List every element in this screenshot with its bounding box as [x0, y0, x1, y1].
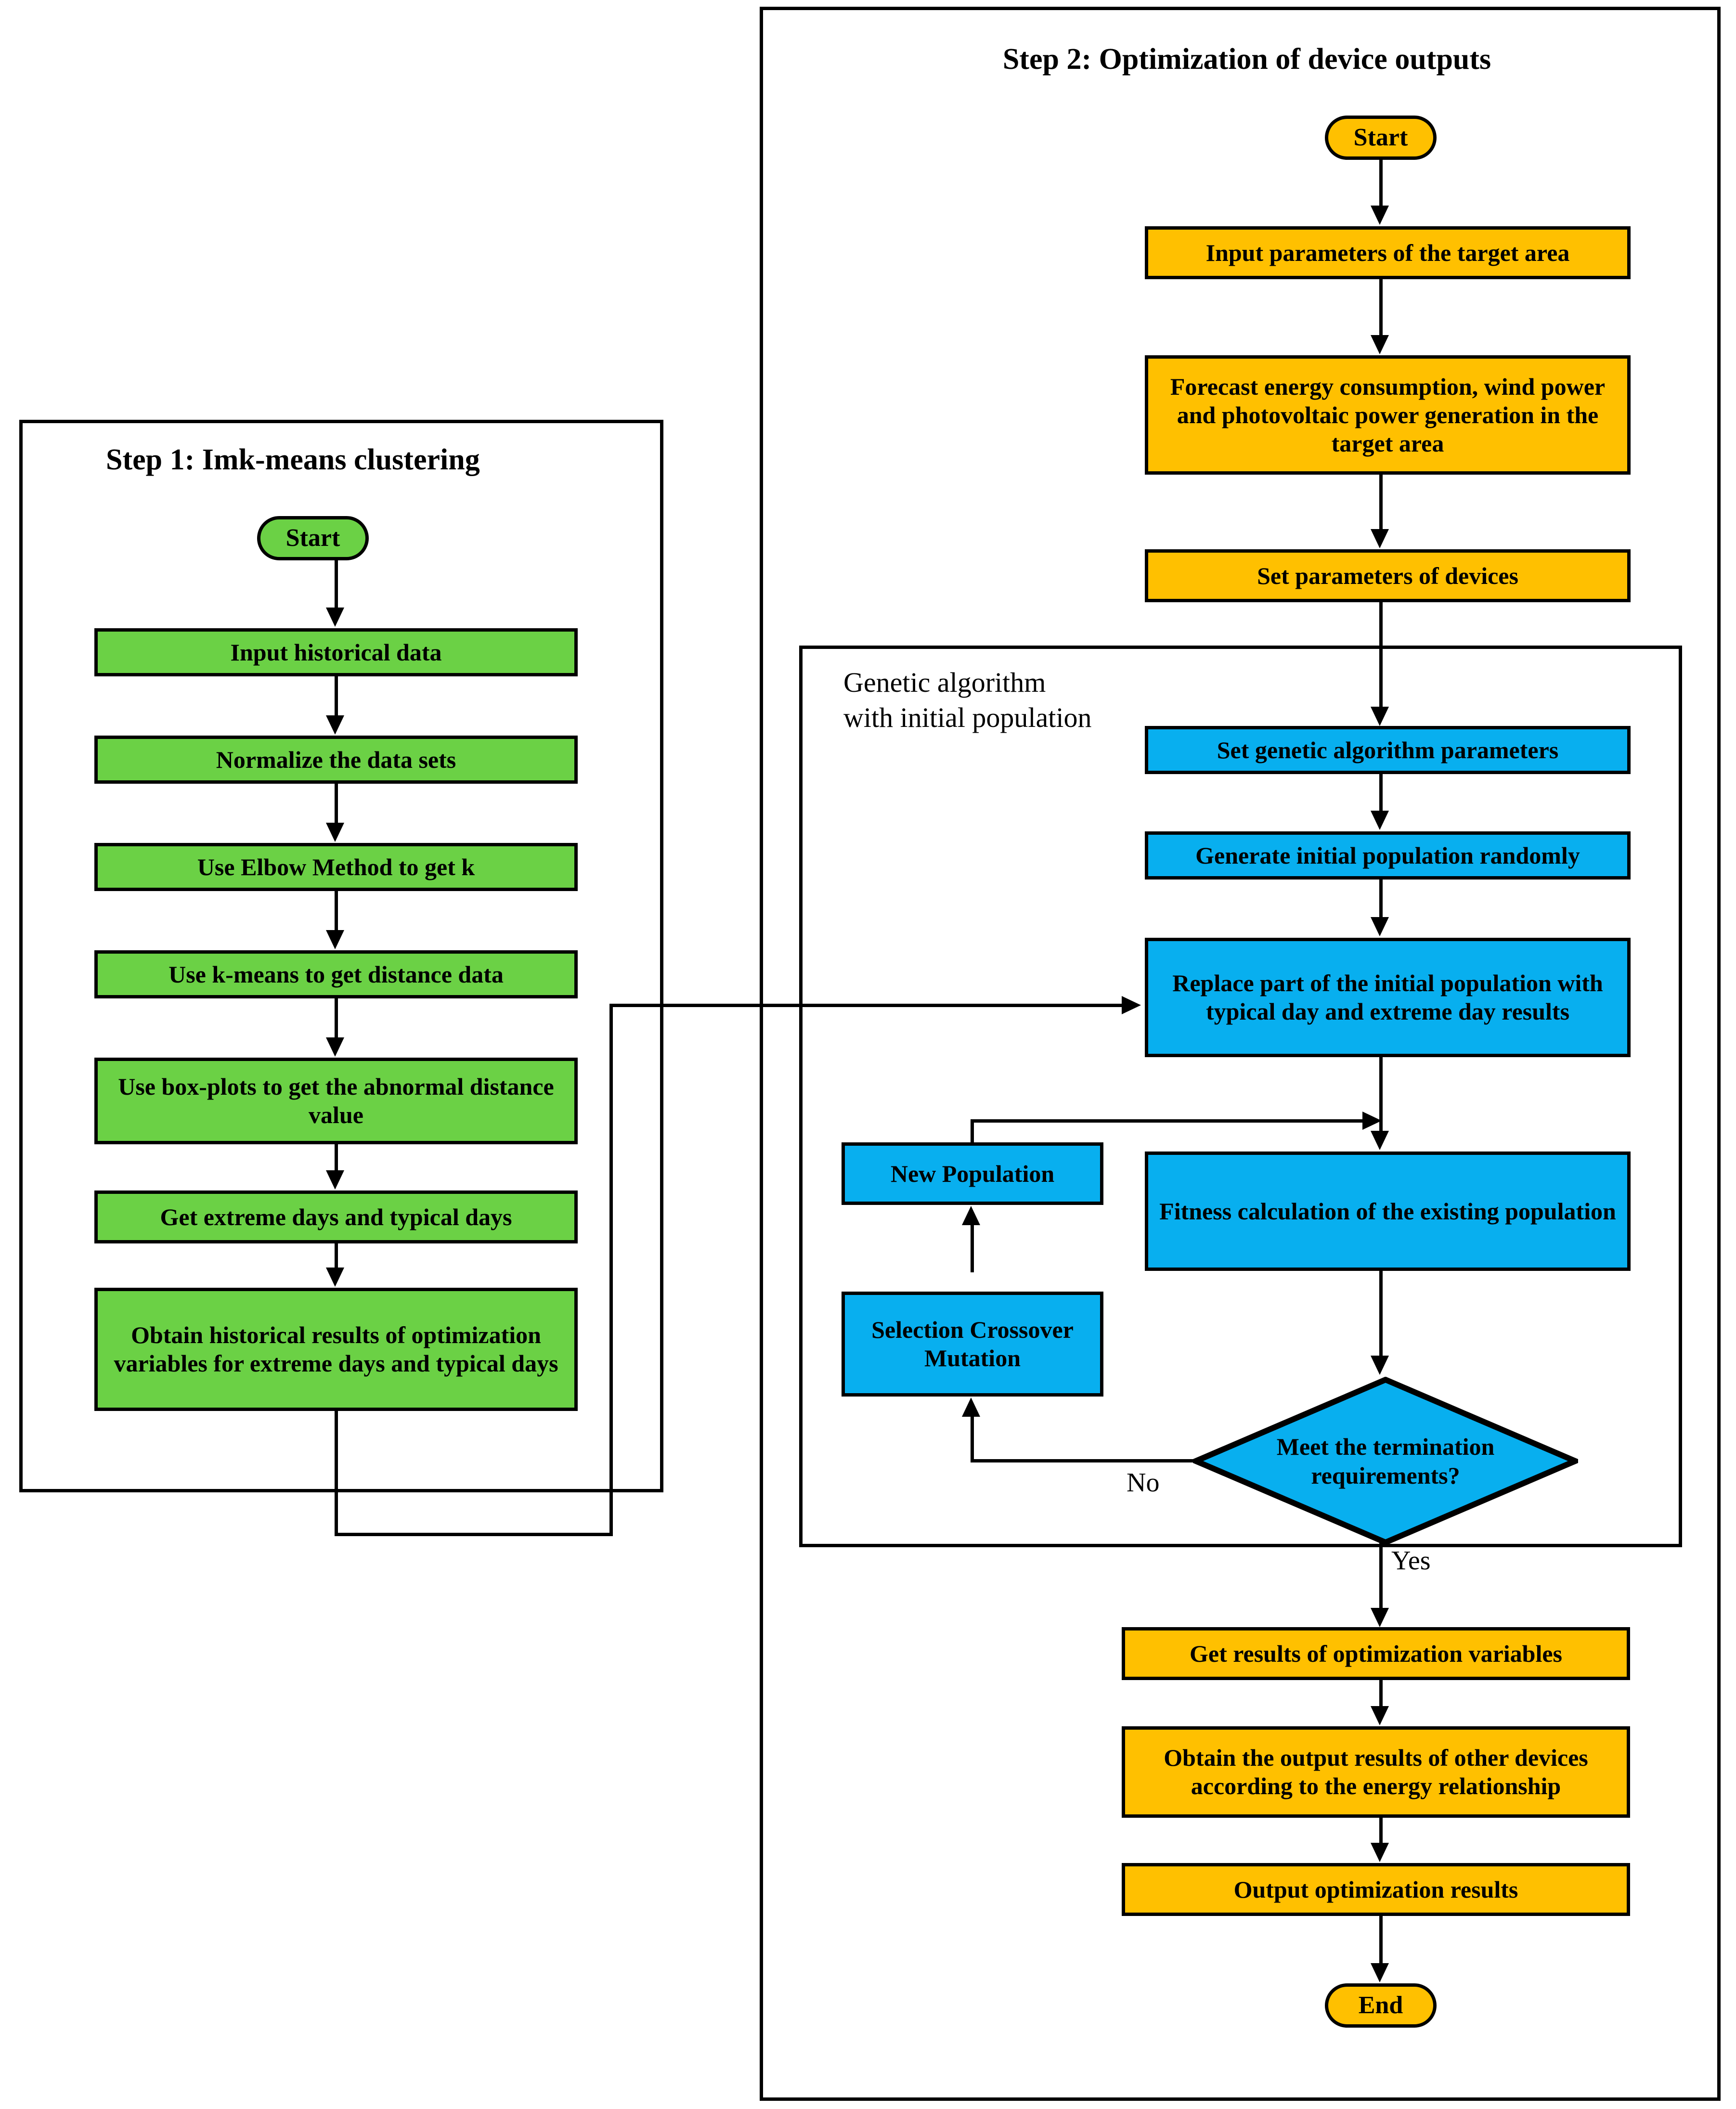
step2-title: Step 2: Optimization of device outputs — [1002, 43, 1491, 76]
connector-newpop-right — [971, 1119, 1365, 1123]
node-ga-set-parameters[interactable]: Set genetic algorithm parameters — [1145, 726, 1631, 774]
connector-no-branch-arrow — [962, 1397, 980, 1417]
node-s2-output-optimization-results[interactable]: Output optimization results — [1122, 1863, 1630, 1916]
node-ga-replace-initial-population[interactable]: Replace part of the initial population w… — [1145, 938, 1631, 1057]
genetic-algorithm-caption: Genetic algorithm with initial populatio… — [843, 667, 1092, 733]
node-s1-elbow-method[interactable]: Use Elbow Method to get k — [94, 843, 578, 891]
node-s2-forecast-energy[interactable]: Forecast energy consumption, wind power … — [1145, 355, 1631, 475]
connector-yes-arrow — [1371, 1608, 1389, 1627]
connector-step1-to-ga-seg3 — [609, 1004, 613, 1533]
connector-yes-branch — [1379, 1540, 1383, 1610]
node-s1-normalize-data-sets[interactable]: Normalize the data sets — [94, 736, 578, 784]
node-ga-generate-initial-population[interactable]: Generate initial population randomly — [1145, 831, 1631, 880]
connector-step1-to-ga-seg1 — [335, 1411, 338, 1536]
node-s2-obtain-other-device-outputs[interactable]: Obtain the output results of other devic… — [1122, 1726, 1630, 1818]
connector-newpop-arrow — [1362, 1112, 1382, 1130]
step1-panel-frame — [19, 420, 663, 1492]
connector-step1-to-ga-seg2 — [335, 1533, 613, 1536]
node-ga-fitness-calculation[interactable]: Fitness calculation of the existing popu… — [1145, 1152, 1631, 1271]
connector-step1-to-ga-arrow — [1122, 996, 1141, 1014]
node-ga-termination-decision[interactable]: Meet the termination requirements? — [1193, 1377, 1578, 1545]
node-s2-input-parameters[interactable]: Input parameters of the target area — [1145, 226, 1631, 279]
node-s1-kmeans-distance-data[interactable]: Use k-means to get distance data — [94, 950, 578, 998]
node-s1-boxplots-abnormal-distance[interactable]: Use box-plots to get the abnormal distan… — [94, 1058, 578, 1144]
node-s1-input-historical-data[interactable]: Input historical data — [94, 628, 578, 676]
node-s1-obtain-historical-results[interactable]: Obtain historical results of optimizatio… — [94, 1288, 578, 1411]
node-s2-set-device-parameters[interactable]: Set parameters of devices — [1145, 549, 1631, 602]
node-ga-new-population[interactable]: New Population — [842, 1142, 1103, 1205]
step2-panel-frame — [760, 7, 1721, 2101]
node-s1-start[interactable]: Start — [257, 516, 369, 560]
node-s2-start[interactable]: Start — [1325, 116, 1437, 160]
connector-newpop-up — [971, 1119, 974, 1144]
genetic-algorithm-frame — [799, 646, 1682, 1547]
node-ga-selection-crossover-mutation[interactable]: Selection Crossover Mutation — [842, 1292, 1103, 1397]
branch-label-no: No — [1127, 1468, 1160, 1498]
step1-title: Step 1: Imk-means clustering — [106, 443, 480, 476]
branch-label-yes: Yes — [1391, 1546, 1431, 1576]
node-s2-end[interactable]: End — [1325, 1983, 1437, 2028]
connector-no-branch-h — [971, 1459, 1196, 1462]
connector-step1-to-ga-seg4 — [609, 1004, 1125, 1007]
node-s2-get-results[interactable]: Get results of optimization variables — [1122, 1627, 1630, 1680]
node-s1-extreme-typical-days[interactable]: Get extreme days and typical days — [94, 1190, 578, 1243]
connector-no-branch-v — [971, 1417, 974, 1461]
